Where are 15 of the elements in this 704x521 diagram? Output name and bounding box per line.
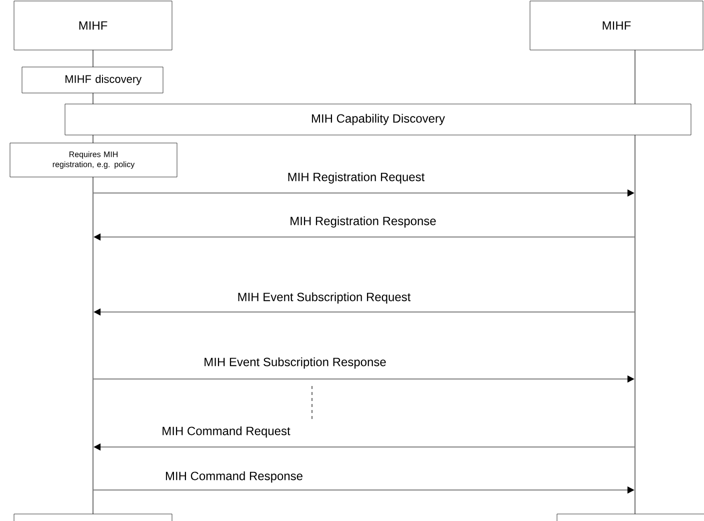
lifeline-header-box: MIHF	[530, 0, 704, 50]
edge-label: MIH Registration Request	[288, 172, 425, 184]
edge-label: MIH Event Subscription Request	[238, 292, 411, 304]
edge-label: MIH Command Response	[166, 471, 302, 483]
edge-label: MIH Event Subscription Response	[204, 357, 386, 369]
process-box: MIHF discovery	[22, 66, 164, 94]
lifeline-end-box	[14, 514, 172, 521]
lifeline	[634, 50, 636, 514]
edge-label: MIH Registration Response	[290, 216, 436, 228]
note-box: Requires MIH registration, e.g. policy	[10, 142, 178, 178]
edge-label: MIH Command Request	[162, 426, 290, 438]
lifeline-header-box: MIHF	[14, 0, 172, 50]
process-box: MIH Capability Discovery	[64, 104, 692, 136]
lifeline-end-box	[556, 514, 704, 521]
lifeline	[92, 50, 94, 514]
